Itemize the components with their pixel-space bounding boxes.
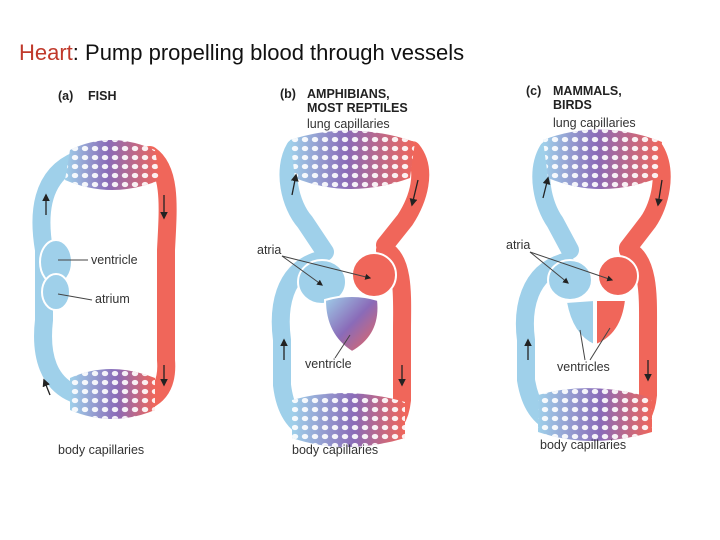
leader-amphibian-atria [281,255,372,280]
slide-title: Heart: Pump propelling blood through ves… [19,40,464,66]
amphibian-body-capillaries-label: body capillaries [292,443,379,457]
mammal-ventricles-label: ventricles [557,360,610,374]
panel-b-title-line1: AMPHIBIANS, [307,87,390,101]
mammal-left-atrium [597,255,639,297]
amphibian-flow-arrow [409,179,419,207]
mammal-atria-label: atria [506,238,531,252]
title-keyword: Heart [19,40,73,65]
mammal-right-atrium [547,259,593,301]
amphibian-ventricle [323,295,380,354]
mammal-lung-capillaries-label: lung capillaries [553,116,636,130]
panel-b-title-line2: MOST REPTILES [307,101,408,115]
panel-c-title-line2: BIRDS [553,98,592,112]
mammal-circuit [515,129,671,441]
mammal-flow-arrow [542,176,551,199]
fish-body-capillaries-label: body capillaries [58,443,145,457]
amphibian-lung-capillaries-label: lung capillaries [307,117,390,131]
leader-mammal-atria [529,251,569,284]
fish-atrium-label: atrium [95,292,130,306]
amphibian-ventricle-label: ventricle [305,357,352,371]
panel-b-letter: (b) [280,87,296,101]
panel-a-letter: (a) [58,89,74,103]
amphibian-pulmonary-artery [376,141,430,254]
panel-a-title: FISH [88,89,117,103]
leader-amphibian-ventricle [334,334,351,359]
mammal-pulmonary-vein [532,141,579,259]
amphibian-circuit [271,130,430,447]
mammal-body-capillaries-label: body capillaries [540,438,627,452]
panel-c-title-line1: MAMMALS, [553,84,622,98]
fish-ventricle-label: ventricle [91,253,138,267]
fish-atrium [41,273,71,311]
fish-artery [139,146,177,409]
leader-fish-atrium [57,293,93,301]
mammal-left-ventricle [595,299,628,347]
fish-flow-arrow [42,378,51,396]
leader-mammal-atria [529,251,614,282]
leader-mammal-ventricles [589,327,611,361]
fish-circuit [32,140,177,419]
mammal-right-ventricle [564,298,595,347]
panel-c-letter: (c) [526,84,542,98]
amphibian-left-atrium [351,252,397,298]
amphibian-pulmonary-vein [279,139,334,261]
leader-mammal-ventricles [579,329,586,361]
amphibian-atria-label: atria [257,243,282,257]
title-rest: : Pump propelling blood through vessels [72,40,465,65]
mammal-flow-arrow [655,179,663,207]
leader-amphibian-atria [281,255,323,286]
amphibian-flow-arrow [290,173,299,196]
